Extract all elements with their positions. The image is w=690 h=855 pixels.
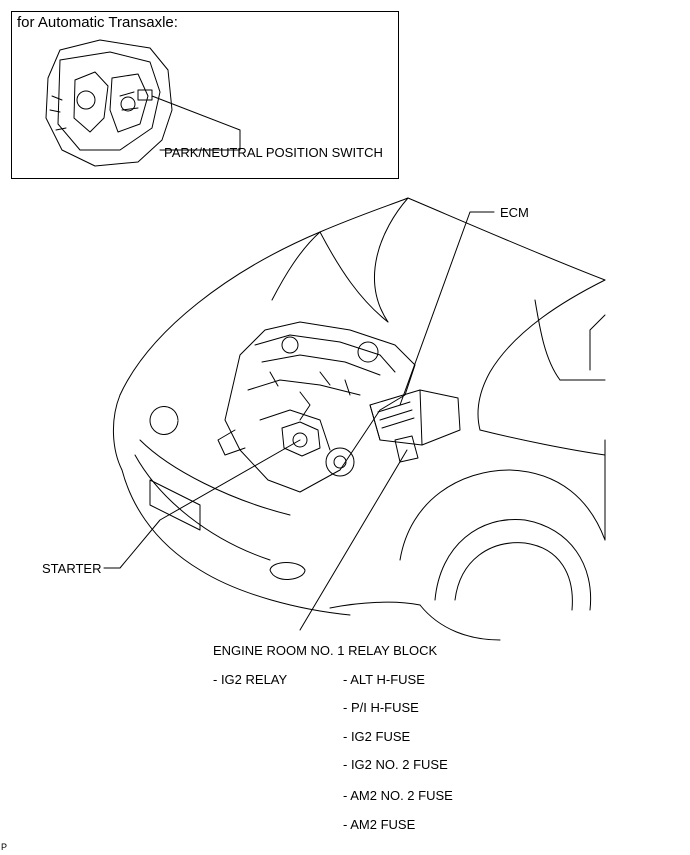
fuse-item: - AM2 NO. 2 FUSE: [343, 788, 453, 803]
fuse-item: - ALT H-FUSE: [343, 672, 425, 687]
ecm-drawing: [369, 389, 461, 446]
figure-code: P: [1, 842, 8, 852]
fuse-item: - P/I H-FUSE: [343, 700, 419, 715]
relay-block-label: ENGINE ROOM NO. 1 RELAY BLOCK: [213, 643, 438, 658]
fuse-item: - AM2 FUSE: [343, 817, 416, 832]
vehicle-front-drawing: [112, 197, 606, 641]
fuse-item: - IG2 FUSE: [343, 729, 411, 744]
relay-block-drawing: [394, 435, 419, 463]
transaxle-drawing: [45, 39, 173, 167]
relay-block-leader-line: [299, 449, 408, 631]
transaxle-inset: [11, 11, 399, 179]
ig2-relay-label: - IG2 RELAY: [213, 672, 288, 687]
fuse-item: - IG2 NO. 2 FUSE: [343, 757, 448, 772]
starter-label: STARTER: [42, 561, 102, 576]
engine-drawing: [217, 321, 416, 493]
ecm-leader-line: [399, 211, 495, 406]
ecm-label: ECM: [500, 205, 529, 220]
inset-title: for Automatic Transaxle:: [17, 14, 178, 31]
starter-drawing: [281, 421, 321, 457]
switch-leader-line: [151, 95, 241, 151]
starter-leader-line: [103, 439, 301, 569]
park-neutral-switch-label: PARK/NEUTRAL POSITION SWITCH: [164, 145, 383, 160]
